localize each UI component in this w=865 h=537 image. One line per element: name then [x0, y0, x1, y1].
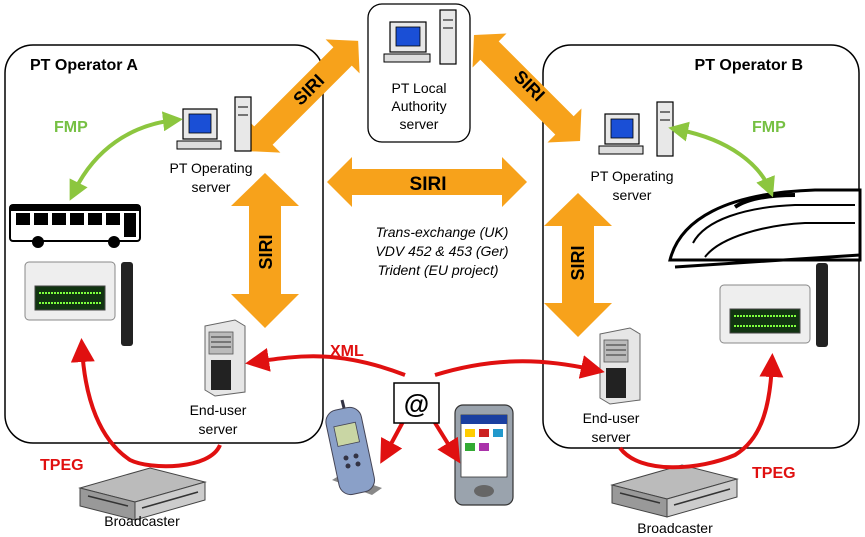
standard-item: VDV 452 & 453 (Ger): [375, 243, 508, 259]
local-authority-line2: Authority: [391, 98, 446, 114]
operator-a-box: [4, 44, 324, 444]
server-tower-icon: [599, 327, 641, 405]
tpeg-arrow-b: [618, 353, 784, 470]
broadcaster-b-label: Broadcaster: [637, 520, 713, 536]
broadcaster-a-label: Broadcaster: [104, 513, 180, 529]
train-icon: [668, 188, 862, 269]
operating-server-a-line1: PT Operating: [169, 160, 252, 176]
xml-arrow-b: [434, 355, 605, 379]
internet-at-sign: @: [403, 389, 428, 419]
siri-arrow-authority-b: [472, 33, 582, 143]
fmp-label-b: FMP: [752, 119, 786, 136]
fmp-arrow-a: [69, 111, 183, 201]
siri-label-b-vertical: SIRI: [568, 245, 588, 280]
tpeg-label-a: TPEG: [40, 457, 84, 474]
broadcaster-building-icon: [78, 467, 207, 521]
fmp-arrow-b: [668, 121, 775, 198]
siri-arrow-b-vertical: [544, 193, 612, 337]
siri-arrow-a-authority: [246, 39, 360, 153]
local-authority-line3: server: [400, 116, 439, 132]
web-arrow-phone: [380, 417, 407, 464]
operating-server-b-line1: PT Operating: [590, 168, 673, 184]
computer-icon: [598, 101, 674, 157]
tpeg-label-b: TPEG: [752, 465, 796, 482]
siri-arrow-a-b: [327, 157, 527, 207]
computer-icon: [176, 96, 252, 152]
operator-a-title: PT Operator A: [30, 57, 138, 74]
fmp-label-a: FMP: [54, 119, 88, 136]
siri-arrow-a-vertical: [231, 173, 299, 328]
xml-label: XML: [330, 343, 364, 360]
pda-icon: [454, 404, 514, 506]
mobile-phone-icon: [325, 399, 382, 496]
operator-b-title: PT Operator B: [695, 57, 803, 74]
broadcaster-building-icon: [610, 464, 739, 518]
computer-icon: [383, 9, 457, 65]
tpeg-arrow-a: [70, 338, 222, 469]
web-arrow-pda: [430, 416, 461, 464]
xml-arrow-a: [245, 347, 406, 377]
local-authority-line1: PT Local: [392, 80, 447, 96]
end-user-server-a-line2: server: [199, 421, 238, 437]
bus-icon: [9, 204, 141, 248]
display-sign-icon: [719, 263, 828, 347]
siri-label-a-vertical: SIRI: [256, 234, 276, 269]
standard-item: Trident (EU project): [377, 262, 498, 278]
display-sign-icon: [24, 261, 133, 346]
standard-item: Trans-exchange (UK): [376, 224, 509, 240]
end-user-server-b-line2: server: [592, 429, 631, 445]
internet-box: [393, 382, 440, 424]
operating-server-a-line2: server: [192, 179, 231, 195]
siri-label-a-b: SIRI: [410, 174, 447, 195]
server-tower-icon: [204, 319, 246, 397]
end-user-server-a-line1: End-user: [190, 402, 247, 418]
end-user-server-b-line1: End-user: [583, 410, 640, 426]
operating-server-b-line2: server: [613, 187, 652, 203]
